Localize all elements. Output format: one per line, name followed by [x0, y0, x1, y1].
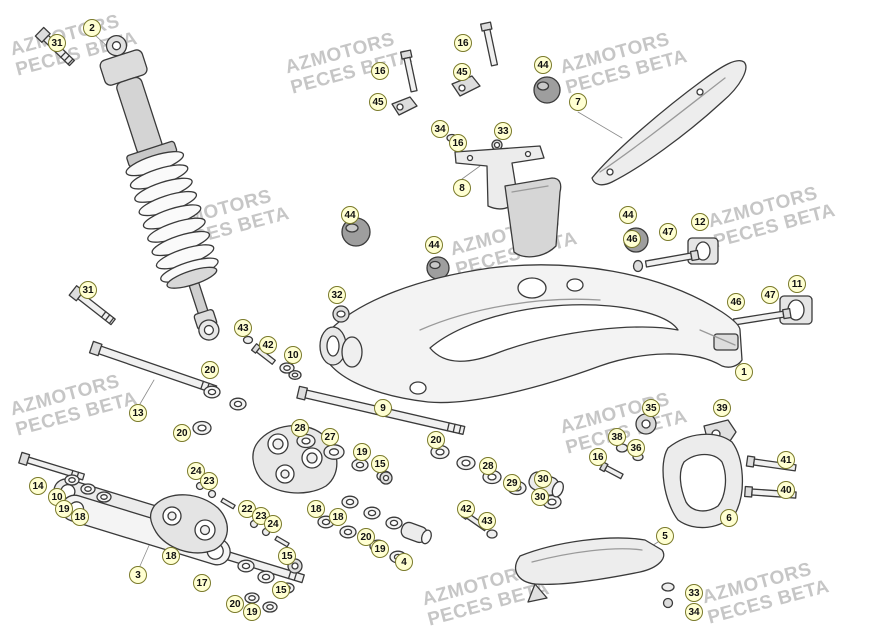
part-callout-16[interactable]: 16	[449, 134, 467, 152]
part-callout-34[interactable]: 34	[431, 120, 449, 138]
part-callout-41[interactable]: 41	[777, 451, 795, 469]
part-callout-20[interactable]: 20	[173, 424, 191, 442]
part-callout-15[interactable]: 15	[371, 455, 389, 473]
part-callout-16[interactable]: 16	[371, 62, 389, 80]
part-callout-8[interactable]: 8	[453, 179, 471, 197]
part-callout-13[interactable]: 13	[129, 404, 147, 422]
part-callout-18[interactable]: 18	[71, 508, 89, 526]
part-callout-14[interactable]: 14	[29, 477, 47, 495]
part-callout-15[interactable]: 15	[278, 547, 296, 565]
shock-absorber	[99, 35, 220, 341]
part-callout-7[interactable]: 7	[569, 93, 587, 111]
part-callout-45[interactable]: 45	[369, 93, 387, 111]
chain-slider-5	[515, 537, 665, 603]
rocker-link-4	[252, 424, 338, 494]
part-callout-19[interactable]: 19	[371, 540, 389, 558]
part-callout-45[interactable]: 45	[453, 63, 471, 81]
part-callout-44[interactable]: 44	[341, 206, 359, 224]
part-callout-6[interactable]: 6	[720, 509, 738, 527]
part-callout-42[interactable]: 42	[457, 500, 475, 518]
part-callout-24[interactable]: 24	[264, 515, 282, 533]
bolt-14	[18, 451, 85, 481]
axle-13	[88, 340, 218, 395]
part-callout-44[interactable]: 44	[534, 56, 552, 74]
part-callout-3[interactable]: 3	[129, 566, 147, 584]
part-callout-33[interactable]: 33	[685, 584, 703, 602]
part-callout-18[interactable]: 18	[162, 547, 180, 565]
part-callout-4[interactable]: 4	[395, 553, 413, 571]
part-callout-43[interactable]: 43	[478, 512, 496, 530]
nut-32	[332, 305, 350, 323]
part-callout-44[interactable]: 44	[425, 236, 443, 254]
bolt-16-a	[480, 21, 499, 67]
part-callout-31[interactable]: 31	[48, 34, 66, 52]
nut-15-b	[379, 471, 393, 485]
washer-43-a	[242, 335, 254, 345]
part-callout-20[interactable]: 20	[427, 431, 445, 449]
part-callout-12[interactable]: 12	[691, 213, 709, 231]
washer-43-b	[486, 529, 498, 539]
part-callout-33[interactable]: 33	[494, 122, 512, 140]
part-callout-32[interactable]: 32	[328, 286, 346, 304]
washer-33-b	[661, 582, 675, 592]
part-callout-20[interactable]: 20	[201, 361, 219, 379]
part-callout-46[interactable]: 46	[727, 293, 745, 311]
swingarm	[319, 264, 743, 404]
spacer-rocker	[400, 521, 432, 545]
part-callout-10[interactable]: 10	[284, 346, 302, 364]
part-callout-31[interactable]: 31	[79, 281, 97, 299]
rocker-link-lower	[149, 494, 228, 554]
part-callout-34[interactable]: 34	[685, 603, 703, 621]
nut-46-a	[632, 259, 644, 273]
part-callout-5[interactable]: 5	[656, 527, 674, 545]
part-callout-16[interactable]: 16	[454, 34, 472, 52]
part-callout-40[interactable]: 40	[777, 481, 795, 499]
part-callout-30[interactable]: 30	[531, 488, 549, 506]
part-callout-47[interactable]: 47	[659, 223, 677, 241]
bracket-8	[454, 145, 545, 210]
adjuster-bolt-47-a	[644, 249, 700, 268]
part-callout-18[interactable]: 18	[329, 508, 347, 526]
part-callout-39[interactable]: 39	[713, 399, 731, 417]
part-callout-42[interactable]: 42	[259, 336, 277, 354]
chain-slider-7	[591, 60, 747, 186]
part-callout-35[interactable]: 35	[642, 399, 660, 417]
part-callout-28[interactable]: 28	[479, 457, 497, 475]
clamp-45-b	[391, 96, 418, 116]
part-callout-23[interactable]: 23	[200, 472, 218, 490]
part-callout-9[interactable]: 9	[374, 399, 392, 417]
part-callout-36[interactable]: 36	[627, 439, 645, 457]
part-callout-43[interactable]: 43	[234, 319, 252, 337]
part-callout-18[interactable]: 18	[307, 500, 325, 518]
part-callout-11[interactable]: 11	[788, 275, 806, 293]
part-callout-44[interactable]: 44	[619, 206, 637, 224]
nut-34-b	[662, 597, 674, 609]
part-callout-27[interactable]: 27	[321, 428, 339, 446]
part-callout-20[interactable]: 20	[357, 528, 375, 546]
part-callout-29[interactable]: 29	[503, 474, 521, 492]
part-callout-38[interactable]: 38	[608, 428, 626, 446]
part-callout-15[interactable]: 15	[272, 581, 290, 599]
screw-16-c	[599, 461, 624, 480]
part-callout-1[interactable]: 1	[735, 363, 753, 381]
bolt-16-b	[400, 49, 418, 93]
chain-guide-6	[662, 433, 744, 529]
part-callout-16[interactable]: 16	[589, 448, 607, 466]
inner-guard	[504, 177, 562, 258]
part-callout-30[interactable]: 30	[534, 470, 552, 488]
clamp-45-a	[451, 75, 481, 97]
screw-42-a	[250, 343, 276, 365]
part-callout-46[interactable]: 46	[623, 230, 641, 248]
part-callout-47[interactable]: 47	[761, 286, 779, 304]
part-callout-2[interactable]: 2	[83, 19, 101, 37]
part-callout-19[interactable]: 19	[55, 500, 73, 518]
part-callout-20[interactable]: 20	[226, 595, 244, 613]
part-callout-19[interactable]: 19	[353, 443, 371, 461]
part-callout-19[interactable]: 19	[243, 603, 261, 621]
part-callout-28[interactable]: 28	[291, 419, 309, 437]
part-callout-17[interactable]: 17	[193, 574, 211, 592]
